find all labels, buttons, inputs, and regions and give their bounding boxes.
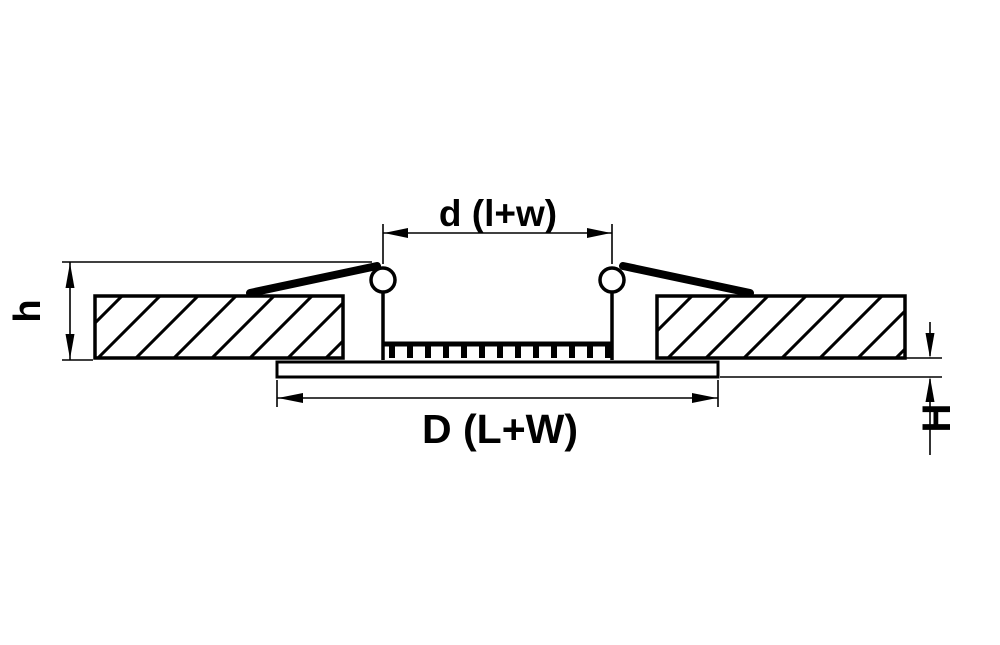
ceiling-section-left — [93, 294, 345, 360]
trim-plate — [275, 360, 720, 379]
dimension-label-D: D (L+W) — [422, 406, 578, 452]
dimension-h-arrow-bottom — [65, 334, 75, 359]
dimension-label-d: d (l+w) — [439, 193, 557, 234]
ceiling-section-right — [655, 294, 907, 360]
dimension-H-arrow-down — [925, 333, 935, 358]
dimension-label-H: H — [915, 404, 959, 433]
pivot-circle-left — [369, 266, 397, 294]
pivot-circle-right — [598, 266, 626, 294]
spring-clip-right — [619, 262, 754, 297]
spring-clip-left — [246, 262, 381, 297]
heatsink-fins — [383, 341, 612, 358]
dimension-D-arrow-right — [692, 393, 717, 403]
spring-clips — [246, 262, 754, 297]
ceiling-cross-section — [93, 294, 907, 360]
dimension-h: h — [7, 261, 372, 361]
dimension-D-arrow-left — [278, 393, 303, 403]
dimension-d: d (l+w) — [382, 193, 613, 264]
dimension-d-arrow-left — [384, 228, 408, 238]
fixture-body — [275, 292, 720, 379]
dimension-h-arrow-top — [65, 263, 75, 288]
dimension-D: D (L+W) — [276, 380, 719, 452]
dimension-H: H — [720, 322, 959, 455]
dimension-H-arrow-up — [925, 377, 935, 402]
dimension-d-arrow-right — [587, 228, 611, 238]
dimension-label-h: h — [7, 299, 49, 322]
